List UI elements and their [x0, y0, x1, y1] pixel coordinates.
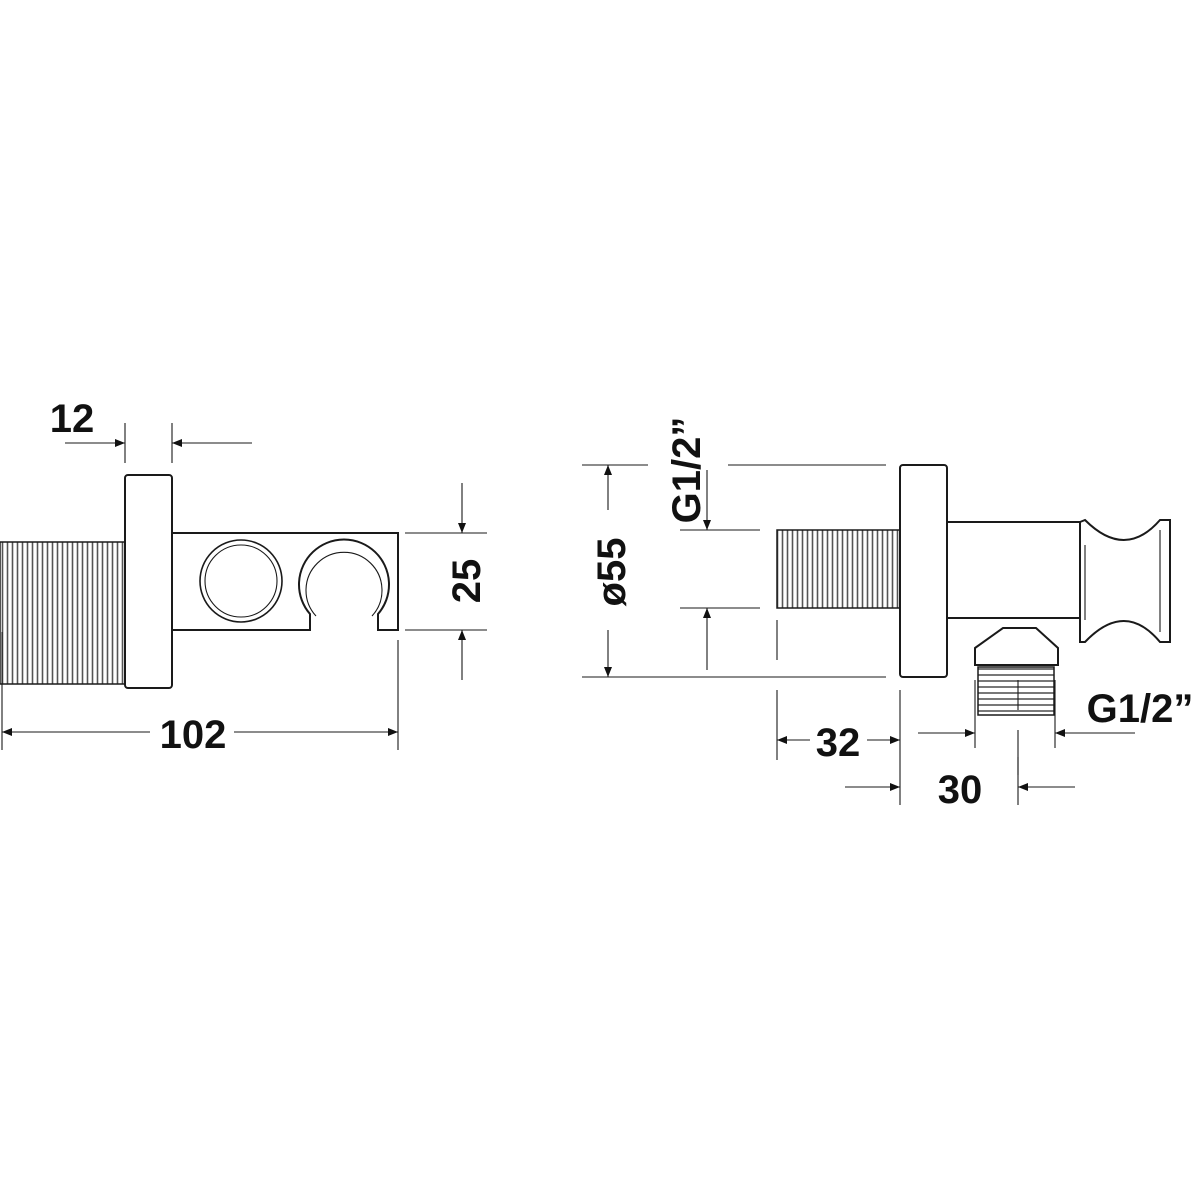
- left-view: 12 25 102: [0, 397, 489, 757]
- dim-label-outlet-thread: G1/2”: [1087, 687, 1194, 731]
- dimension-outlet-thread: G1/2”: [918, 680, 1193, 748]
- dimension-inlet-thread: G1/2”: [665, 417, 760, 670]
- dimension-25: 25: [405, 483, 489, 680]
- threaded-pipe: [0, 541, 126, 685]
- dimension-diameter-55: ø55: [582, 464, 886, 678]
- wall-flange-right: [899, 464, 948, 678]
- dimension-32: 32: [776, 620, 901, 805]
- dim-label-25: 25: [445, 559, 489, 604]
- dimension-12: 12: [50, 397, 252, 463]
- dim-label-12: 12: [50, 397, 95, 441]
- dimension-30: 30: [845, 680, 1075, 812]
- dimension-102: 102: [1, 632, 399, 757]
- dim-label-102: 102: [160, 713, 227, 757]
- holder-hook-inner: [305, 551, 383, 617]
- outlet-thread: [977, 666, 1055, 716]
- valve-knob: [1079, 518, 1171, 643]
- dim-label-diameter-55: ø55: [590, 538, 634, 607]
- wall-flange: [124, 474, 173, 689]
- holder-body: [171, 532, 399, 631]
- outlet-nut: [974, 627, 1059, 666]
- dim-label-inlet-thread: G1/2”: [665, 417, 709, 524]
- dim-label-32: 32: [816, 721, 861, 765]
- holder-ring-inner: [204, 544, 278, 618]
- threaded-pipe-right: [776, 529, 902, 609]
- dim-label-30: 30: [938, 768, 983, 812]
- right-view: ø55 G1/2” 32 30: [582, 417, 1193, 812]
- valve-body: [946, 521, 1081, 619]
- holder-ring-outer: [199, 539, 283, 623]
